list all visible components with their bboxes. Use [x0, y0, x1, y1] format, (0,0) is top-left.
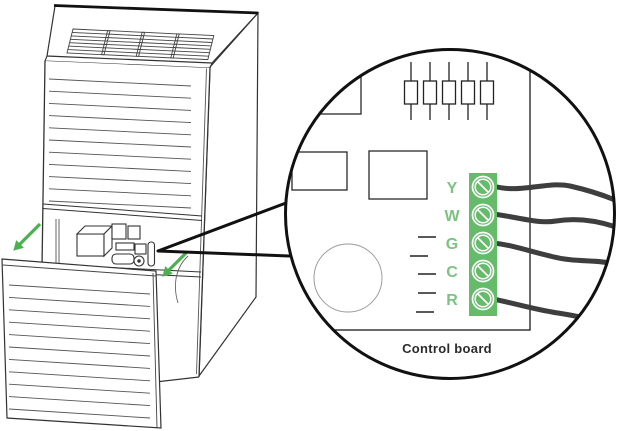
relay-component	[111, 223, 127, 240]
board-component-top-left	[286, 50, 362, 115]
hanging-wire-curve	[175, 255, 189, 304]
small-component	[134, 243, 147, 255]
transformer-component	[75, 224, 114, 258]
screw-terminal-c	[471, 259, 495, 283]
wire-g	[490, 240, 614, 267]
wire-y	[490, 182, 614, 205]
thermostat-wires	[490, 182, 614, 321]
zoom-callout: Y W G C R Control board	[156, 48, 616, 380]
furnace-front-right-inner-edge	[196, 68, 207, 375]
lens-rim	[284, 48, 616, 380]
connector-component	[115, 242, 135, 251]
capsule-component	[111, 253, 135, 265]
furnace-top-edge	[53, 4, 259, 15]
terminal-label-g: G	[446, 236, 458, 253]
board-screw-dot	[137, 259, 141, 263]
wire-r	[490, 296, 587, 321]
panel-removal-arrows	[13, 222, 188, 277]
removed-access-panel	[1, 258, 162, 429]
panel-right-lip	[152, 272, 158, 429]
screw-terminal-w	[471, 203, 495, 227]
board-component-center	[368, 150, 428, 200]
terminal-labels: Y W G C R	[444, 180, 460, 309]
arrow-down-left-icon	[13, 222, 42, 251]
capacitor-circle	[313, 243, 383, 313]
furnace-bottom-edge	[159, 376, 200, 383]
callout-pointer-lines	[156, 201, 291, 258]
terminal-label-c: C	[446, 264, 458, 281]
terminal-label-y: Y	[447, 180, 458, 197]
screw-terminal-g	[471, 231, 495, 255]
panel-top-lip	[2, 264, 157, 277]
wire-w	[490, 211, 614, 231]
furnace-front-right-edge	[198, 67, 211, 378]
louver-panel-bottom-rail	[42, 203, 203, 221]
furnace-front-left-edge	[41, 60, 46, 269]
furnace-illustration	[1, 4, 260, 429]
screw-terminal-y	[471, 175, 495, 199]
arrow-down-left-icon-2	[162, 251, 188, 277]
pin-tick-marks	[410, 236, 436, 313]
relay-component-2	[127, 225, 141, 240]
screw-terminal-r	[471, 287, 495, 311]
board-component-left	[291, 151, 348, 191]
terminal-label-r: R	[446, 292, 458, 309]
terminal-label-w: W	[444, 208, 460, 225]
control-board-caption: Control board	[402, 341, 492, 356]
compartment-wall-lines	[55, 219, 60, 265]
slot-component	[147, 241, 156, 267]
